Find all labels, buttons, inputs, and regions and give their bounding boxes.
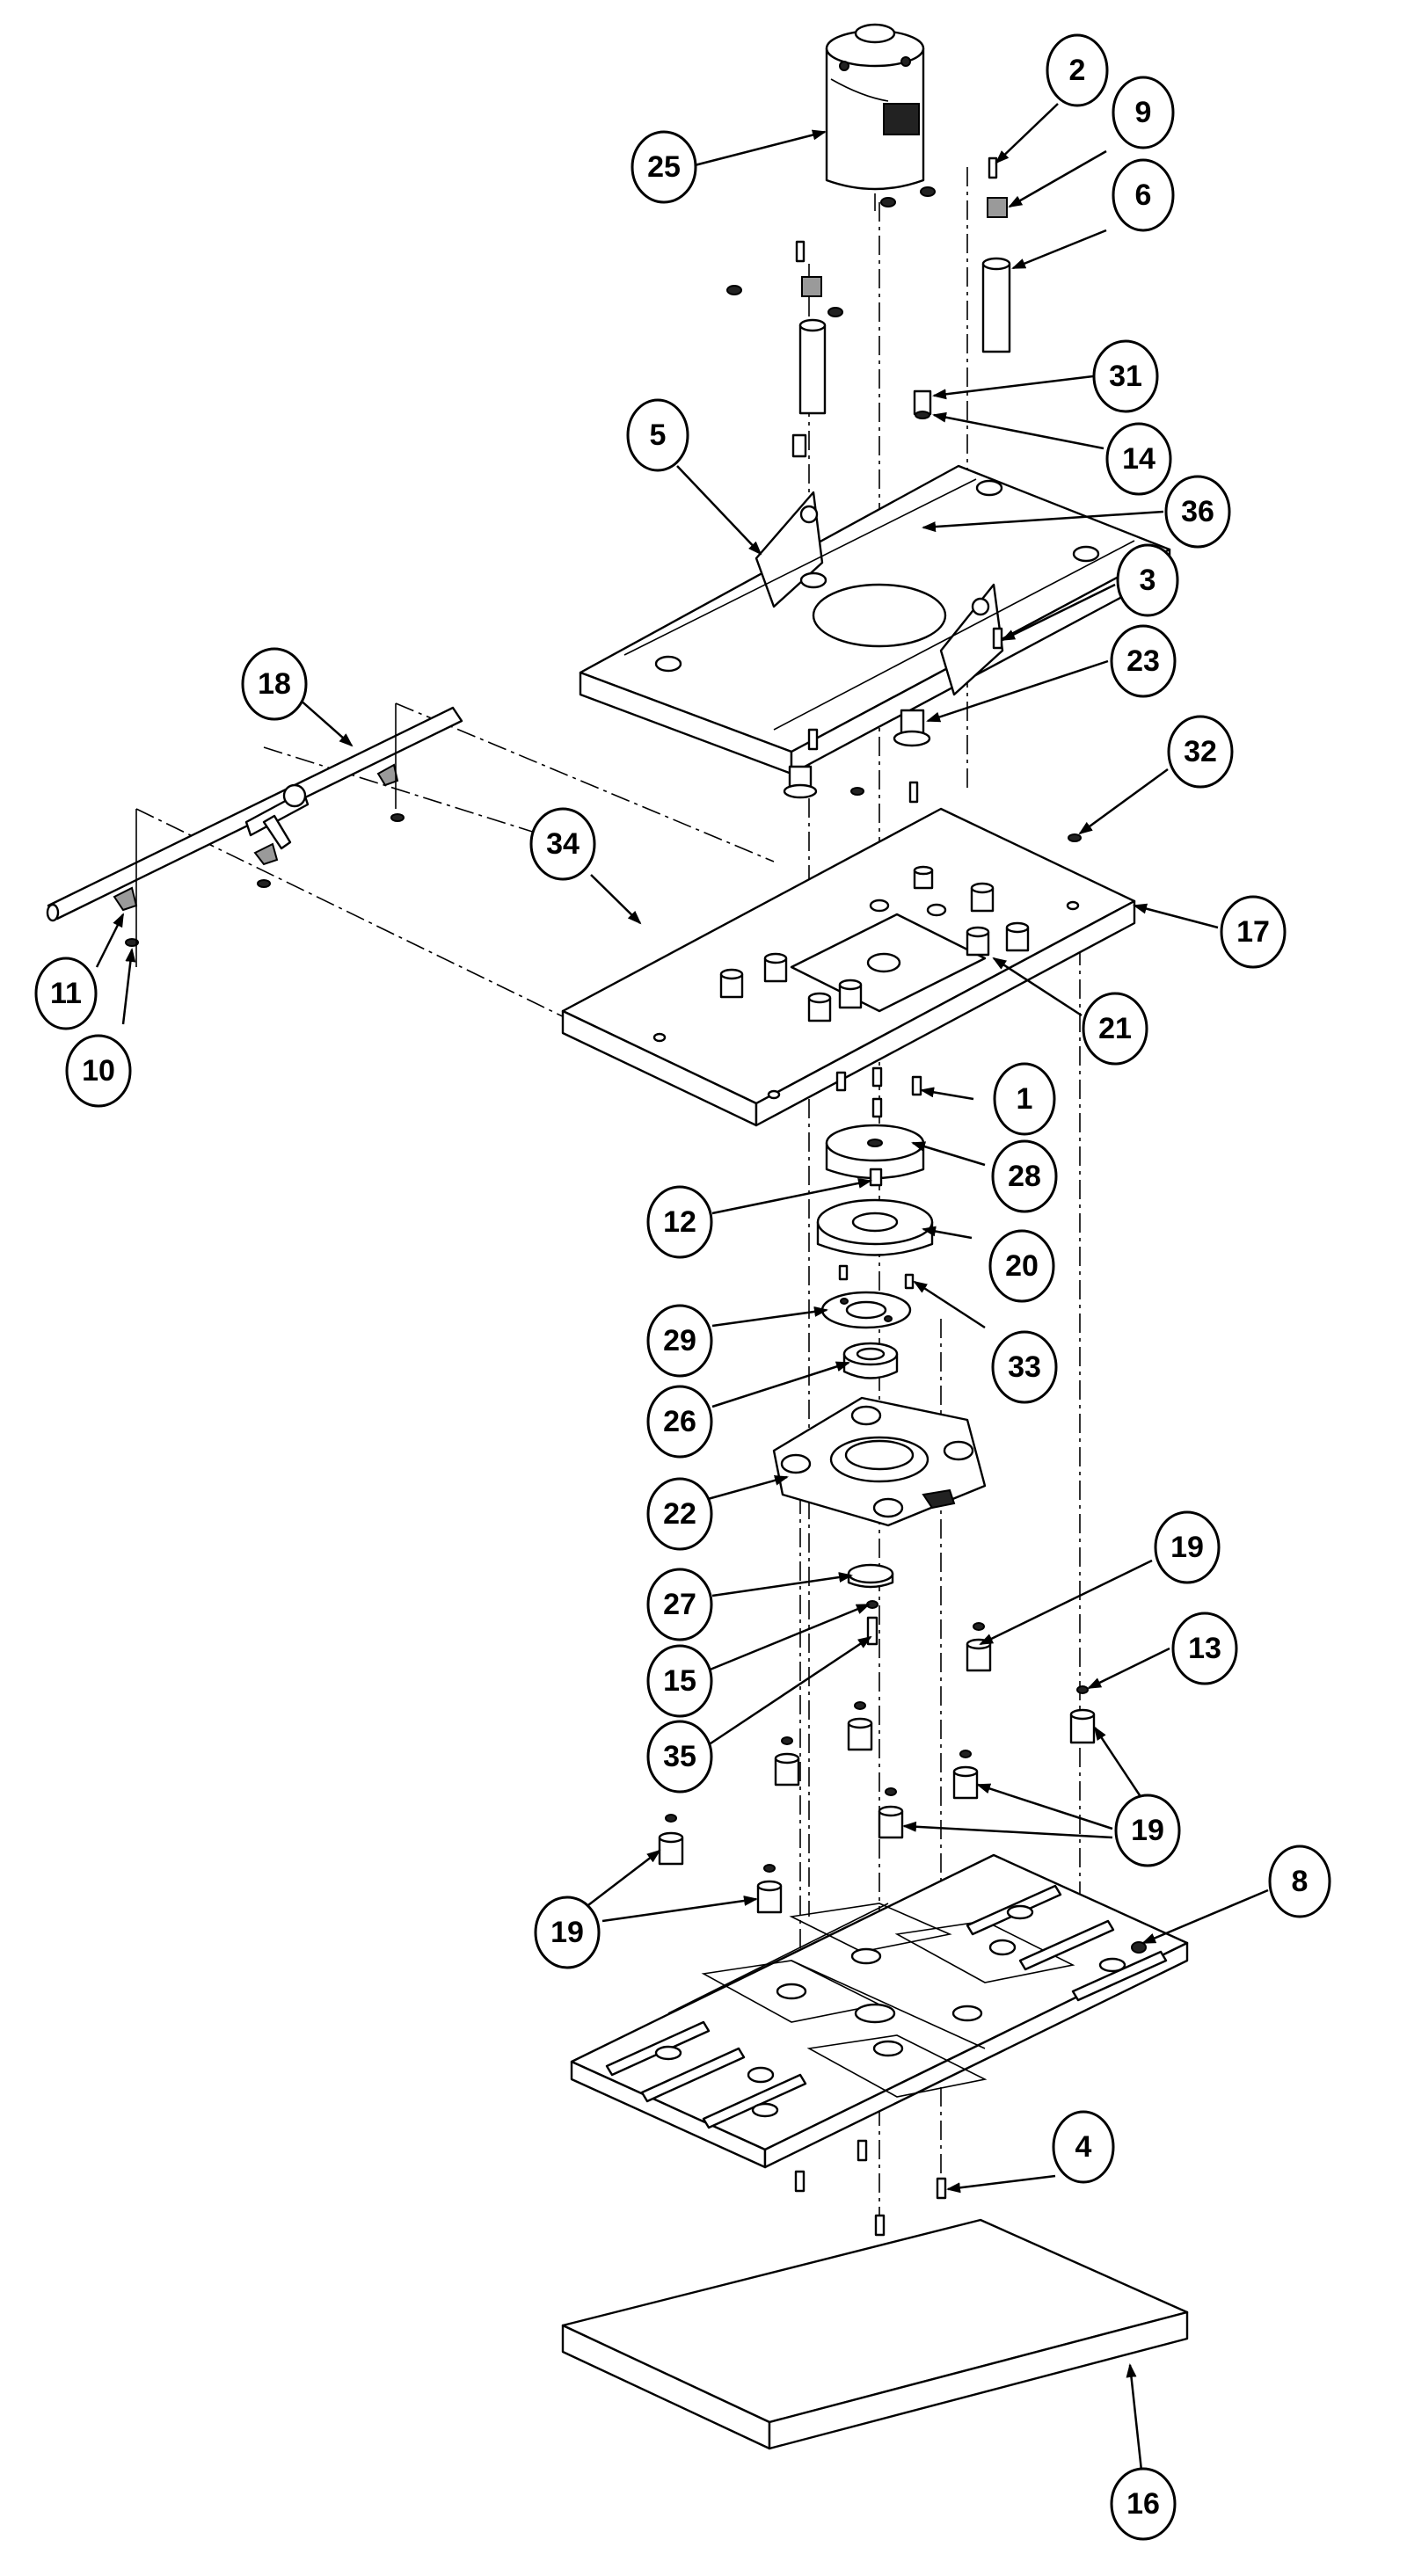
callout-15: 15 (646, 1644, 713, 1718)
callout-5: 5 (626, 398, 689, 472)
rod-assembly (46, 703, 463, 967)
svg-text:13: 13 (1188, 1632, 1221, 1665)
callout-18: 18 (241, 647, 308, 721)
svg-text:23: 23 (1126, 644, 1160, 678)
svg-text:22: 22 (663, 1497, 696, 1531)
callout-3: 3 (1116, 543, 1179, 617)
callout-33: 33 (991, 1330, 1058, 1404)
svg-text:29: 29 (663, 1324, 696, 1357)
callout-13: 13 (1171, 1612, 1238, 1685)
callout-8: 8 (1268, 1845, 1331, 1918)
svg-text:25: 25 (647, 150, 681, 184)
svg-text:31: 31 (1109, 360, 1142, 393)
svg-text:26: 26 (663, 1405, 696, 1438)
svg-text:16: 16 (1126, 2487, 1160, 2521)
callout-29: 29 (646, 1304, 713, 1378)
leader-lines (95, 103, 1269, 2471)
callout-2: 2 (1046, 33, 1109, 107)
callout-21: 21 (1082, 992, 1148, 1066)
svg-text:1: 1 (1017, 1082, 1033, 1116)
callout-12: 12 (646, 1185, 713, 1259)
svg-text:20: 20 (1005, 1249, 1039, 1283)
svg-text:17: 17 (1236, 915, 1270, 949)
standoffs-top (726, 156, 1011, 458)
svg-text:4: 4 (1075, 2130, 1092, 2164)
tray-screws (794, 2139, 947, 2237)
mid-fasteners (783, 627, 1082, 842)
upper-bracket-plate (579, 464, 1171, 775)
callout-22: 22 (646, 1477, 713, 1551)
callout-35: 35 (646, 1720, 713, 1794)
svg-text:5: 5 (650, 418, 667, 452)
svg-text:34: 34 (546, 827, 580, 861)
svg-text:28: 28 (1008, 1160, 1041, 1193)
rubber-feet (658, 1622, 1096, 1914)
callout-19-c: 19 (534, 1896, 601, 1969)
callout-19-a: 19 (1154, 1510, 1221, 1584)
callout-4: 4 (1052, 2110, 1115, 2184)
bottom-tray (570, 1853, 1189, 2169)
svg-text:33: 33 (1008, 1350, 1041, 1384)
svg-text:3: 3 (1140, 564, 1156, 597)
callout-14: 14 (1105, 422, 1172, 496)
svg-text:27: 27 (663, 1588, 696, 1621)
svg-text:9: 9 (1135, 96, 1152, 129)
svg-text:21: 21 (1098, 1012, 1132, 1045)
callout-10: 10 (65, 1034, 132, 1108)
callout-16: 16 (1110, 2467, 1177, 2541)
svg-text:10: 10 (82, 1054, 115, 1088)
callout-17: 17 (1220, 895, 1287, 969)
callout-1: 1 (993, 1062, 1056, 1136)
callout-6: 6 (1112, 158, 1175, 232)
svg-text:19: 19 (550, 1916, 584, 1949)
callout-23: 23 (1110, 624, 1177, 698)
motor-part (825, 23, 925, 211)
svg-text:12: 12 (663, 1205, 696, 1239)
callout-9: 9 (1112, 76, 1175, 149)
callout-26: 26 (646, 1385, 713, 1459)
callout-32: 32 (1167, 715, 1234, 789)
callout-27: 27 (646, 1568, 713, 1641)
svg-text:8: 8 (1292, 1865, 1309, 1898)
svg-text:36: 36 (1181, 495, 1214, 528)
callout-25: 25 (631, 130, 697, 204)
svg-text:2: 2 (1069, 54, 1086, 87)
hub-stack (816, 1124, 934, 1379)
base-screws (835, 1066, 922, 1118)
foam-pad (561, 2218, 1189, 2450)
lower-hub-parts (847, 1563, 894, 1646)
svg-text:11: 11 (50, 977, 82, 1010)
svg-text:35: 35 (663, 1740, 696, 1773)
base-plate (561, 807, 1136, 1127)
callout-20: 20 (988, 1229, 1055, 1303)
svg-text:14: 14 (1122, 442, 1155, 476)
svg-text:32: 32 (1184, 735, 1217, 768)
svg-text:18: 18 (258, 667, 291, 701)
callout-19-b: 19 (1114, 1794, 1181, 1867)
svg-text:6: 6 (1135, 178, 1152, 212)
callout-31: 31 (1092, 339, 1159, 413)
svg-text:19: 19 (1170, 1531, 1204, 1564)
swivel-plate (772, 1396, 987, 1527)
callout-34: 34 (529, 807, 596, 881)
svg-text:19: 19 (1131, 1814, 1164, 1847)
svg-text:15: 15 (663, 1664, 696, 1698)
callouts: 2 9 6 25 31 14 5 36 3 23 18 32 34 17 21 … (34, 33, 1331, 2541)
callout-36: 36 (1164, 475, 1231, 549)
callout-11: 11 (34, 957, 98, 1030)
callout-28: 28 (991, 1139, 1058, 1213)
